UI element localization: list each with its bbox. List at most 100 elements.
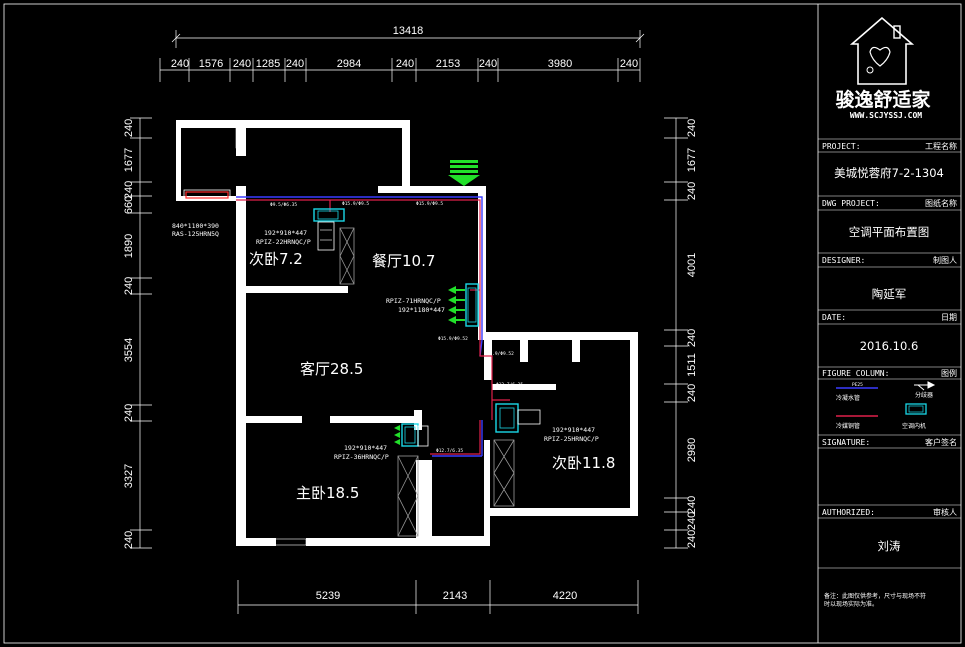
left-segment-labels: 240 1677 240 660 1890 240 3554 240 3327 … [123,119,135,549]
dim-label: 240 [479,58,497,70]
wall-segment [484,440,490,540]
pipe-label: Φ12.7/6.35 [436,448,463,454]
wall-segment [484,340,492,380]
wall-segment [572,340,580,362]
dim-label: 1285 [256,58,280,70]
dim-label: 240 [123,119,135,137]
airflow-master-icon [394,425,400,445]
indoor-unit-icon [905,403,927,415]
indoor-unit-dining [465,283,479,327]
unit-size-label: 192*1180*447 [398,306,445,314]
outdoor-unit [183,189,231,201]
dim-label: 240 [123,277,135,295]
legend-condensate-tag: PE25 [852,382,863,388]
dim-label: 1890 [123,234,135,258]
project-label-cn: 工程名称 [925,141,957,151]
dim-label: 4220 [553,590,577,602]
designer-label: DESIGNER: [822,256,865,265]
dim-label: 4001 [686,253,698,277]
wall-segment [630,332,638,516]
wall-segment [236,186,246,544]
dwg-label-cn: 图纸名称 [925,198,957,208]
dim-label: 1511 [686,353,698,377]
window-marks [235,127,636,546]
designer-value: 陶延军 [872,287,907,301]
outdoor-unit-model: RAS-125HRN5Q [172,230,219,238]
drawing-frame [3,3,962,644]
dim-label: 240 [686,530,698,548]
pipe-label: Φ15.9/Φ9.5 [416,201,443,207]
dim-label: 240 [620,58,638,70]
dwg-label: DWG PROJECT: [822,199,880,208]
room-label-bedroom-right: 次卧11.8 [552,454,615,472]
dim-label: 1576 [199,58,223,70]
company-logo: 骏逸舒适家 WWW.SCJYSSJ.COM [835,16,931,120]
legend-copper-label: 冷媒铜管 [836,422,860,430]
date-value: 2016.10.6 [860,339,919,353]
wall-segment [176,120,181,200]
wall-segment [246,286,348,293]
dim-label: 240 [686,496,698,514]
dim-label: 240 [286,58,304,70]
dim-label: 240 [396,58,414,70]
date-label: DATE: [822,313,846,322]
wall-segment [402,120,410,190]
authorized-value: 刘涛 [878,539,901,553]
wall-segment [484,508,638,516]
wall-segment [478,332,638,340]
bottom-dimension-group [237,580,639,614]
title-block: 骏逸舒适家 WWW.SCJYSSJ.COM PROJECT: 工程名称 美城悦蓉… [818,16,961,608]
dim-label: 3327 [123,464,135,488]
airflow-down-icon [448,160,480,186]
dim-label: 2980 [686,438,698,462]
note-line-1: 备注：此图仅供参考，尺寸与现场不符 [824,592,926,600]
pipe-label: Φ15.9/Φ9.52 [484,351,514,357]
dim-label: 240 [686,182,698,200]
legend-condensate-label: 冷凝水管 [836,394,860,402]
dim-label: 1677 [123,148,135,172]
dim-label: 240 [686,384,698,402]
legend-indoor-label: 空调内机 [902,422,926,430]
condensate-pipes [236,196,483,457]
dim-label: 240 [123,404,135,422]
wall-segment [492,384,556,390]
room-label-living: 客厅28.5 [300,360,363,378]
logo-sub-text: WWW.SCJYSSJ.COM [850,111,922,120]
unit-model-label: RPIZ-22HRNQC/P [256,238,311,246]
dim-label: 3980 [548,58,572,70]
indoor-unit-bedroom-small [313,208,345,251]
airflow-left-icon [448,286,465,324]
legend: PE25 冷凝水管 分歧器 冷媒铜管 空调内机 [836,381,936,430]
wall-segment [176,120,410,128]
dim-label: 660 [123,196,135,214]
wardrobes [339,227,515,537]
unit-model-label: RPIZ-36HRNQC/P [334,453,389,461]
dim-label: 2153 [436,58,460,70]
wall-segment [414,410,422,430]
top-segment-labels: 240 1576 240 1285 240 2984 240 2153 240 … [171,58,638,70]
wall-segment [306,538,416,546]
dim-label: 240 [123,531,135,549]
dim-label: 240 [233,58,251,70]
dim-label: 3554 [123,338,135,362]
project-value: 美城悦蓉府7-2-1304 [834,166,944,180]
pipe-labels: Φ9.5/Φ6.35 Φ15.9/Φ9.5 Φ15.9/Φ9.5 Φ15.9/Φ… [270,201,523,454]
authorized-label-cn: 审核人 [933,507,957,517]
unit-size-label: 192*910*447 [264,229,307,237]
designer-label-cn: 制图人 [933,255,957,265]
bottom-segment-labels: 5239 2143 4220 [316,590,577,602]
outdoor-unit-size: 840*1100*390 [172,222,219,230]
note-line-2: 时以现场实际为准。 [824,600,878,608]
indoor-unit-master [401,423,429,447]
wall-segment [520,340,528,362]
pipe-label: Φ15.9/Φ9.5 [342,201,369,207]
right-dimension-group [664,117,688,549]
wall-segment [236,538,276,546]
dim-label: 5239 [316,590,340,602]
walls [176,120,638,546]
date-label-cn: 日期 [941,313,957,322]
dim-label: 2143 [443,590,467,602]
left-dimension-group [130,117,152,549]
logo-main-text: 骏逸舒适家 [835,88,931,111]
